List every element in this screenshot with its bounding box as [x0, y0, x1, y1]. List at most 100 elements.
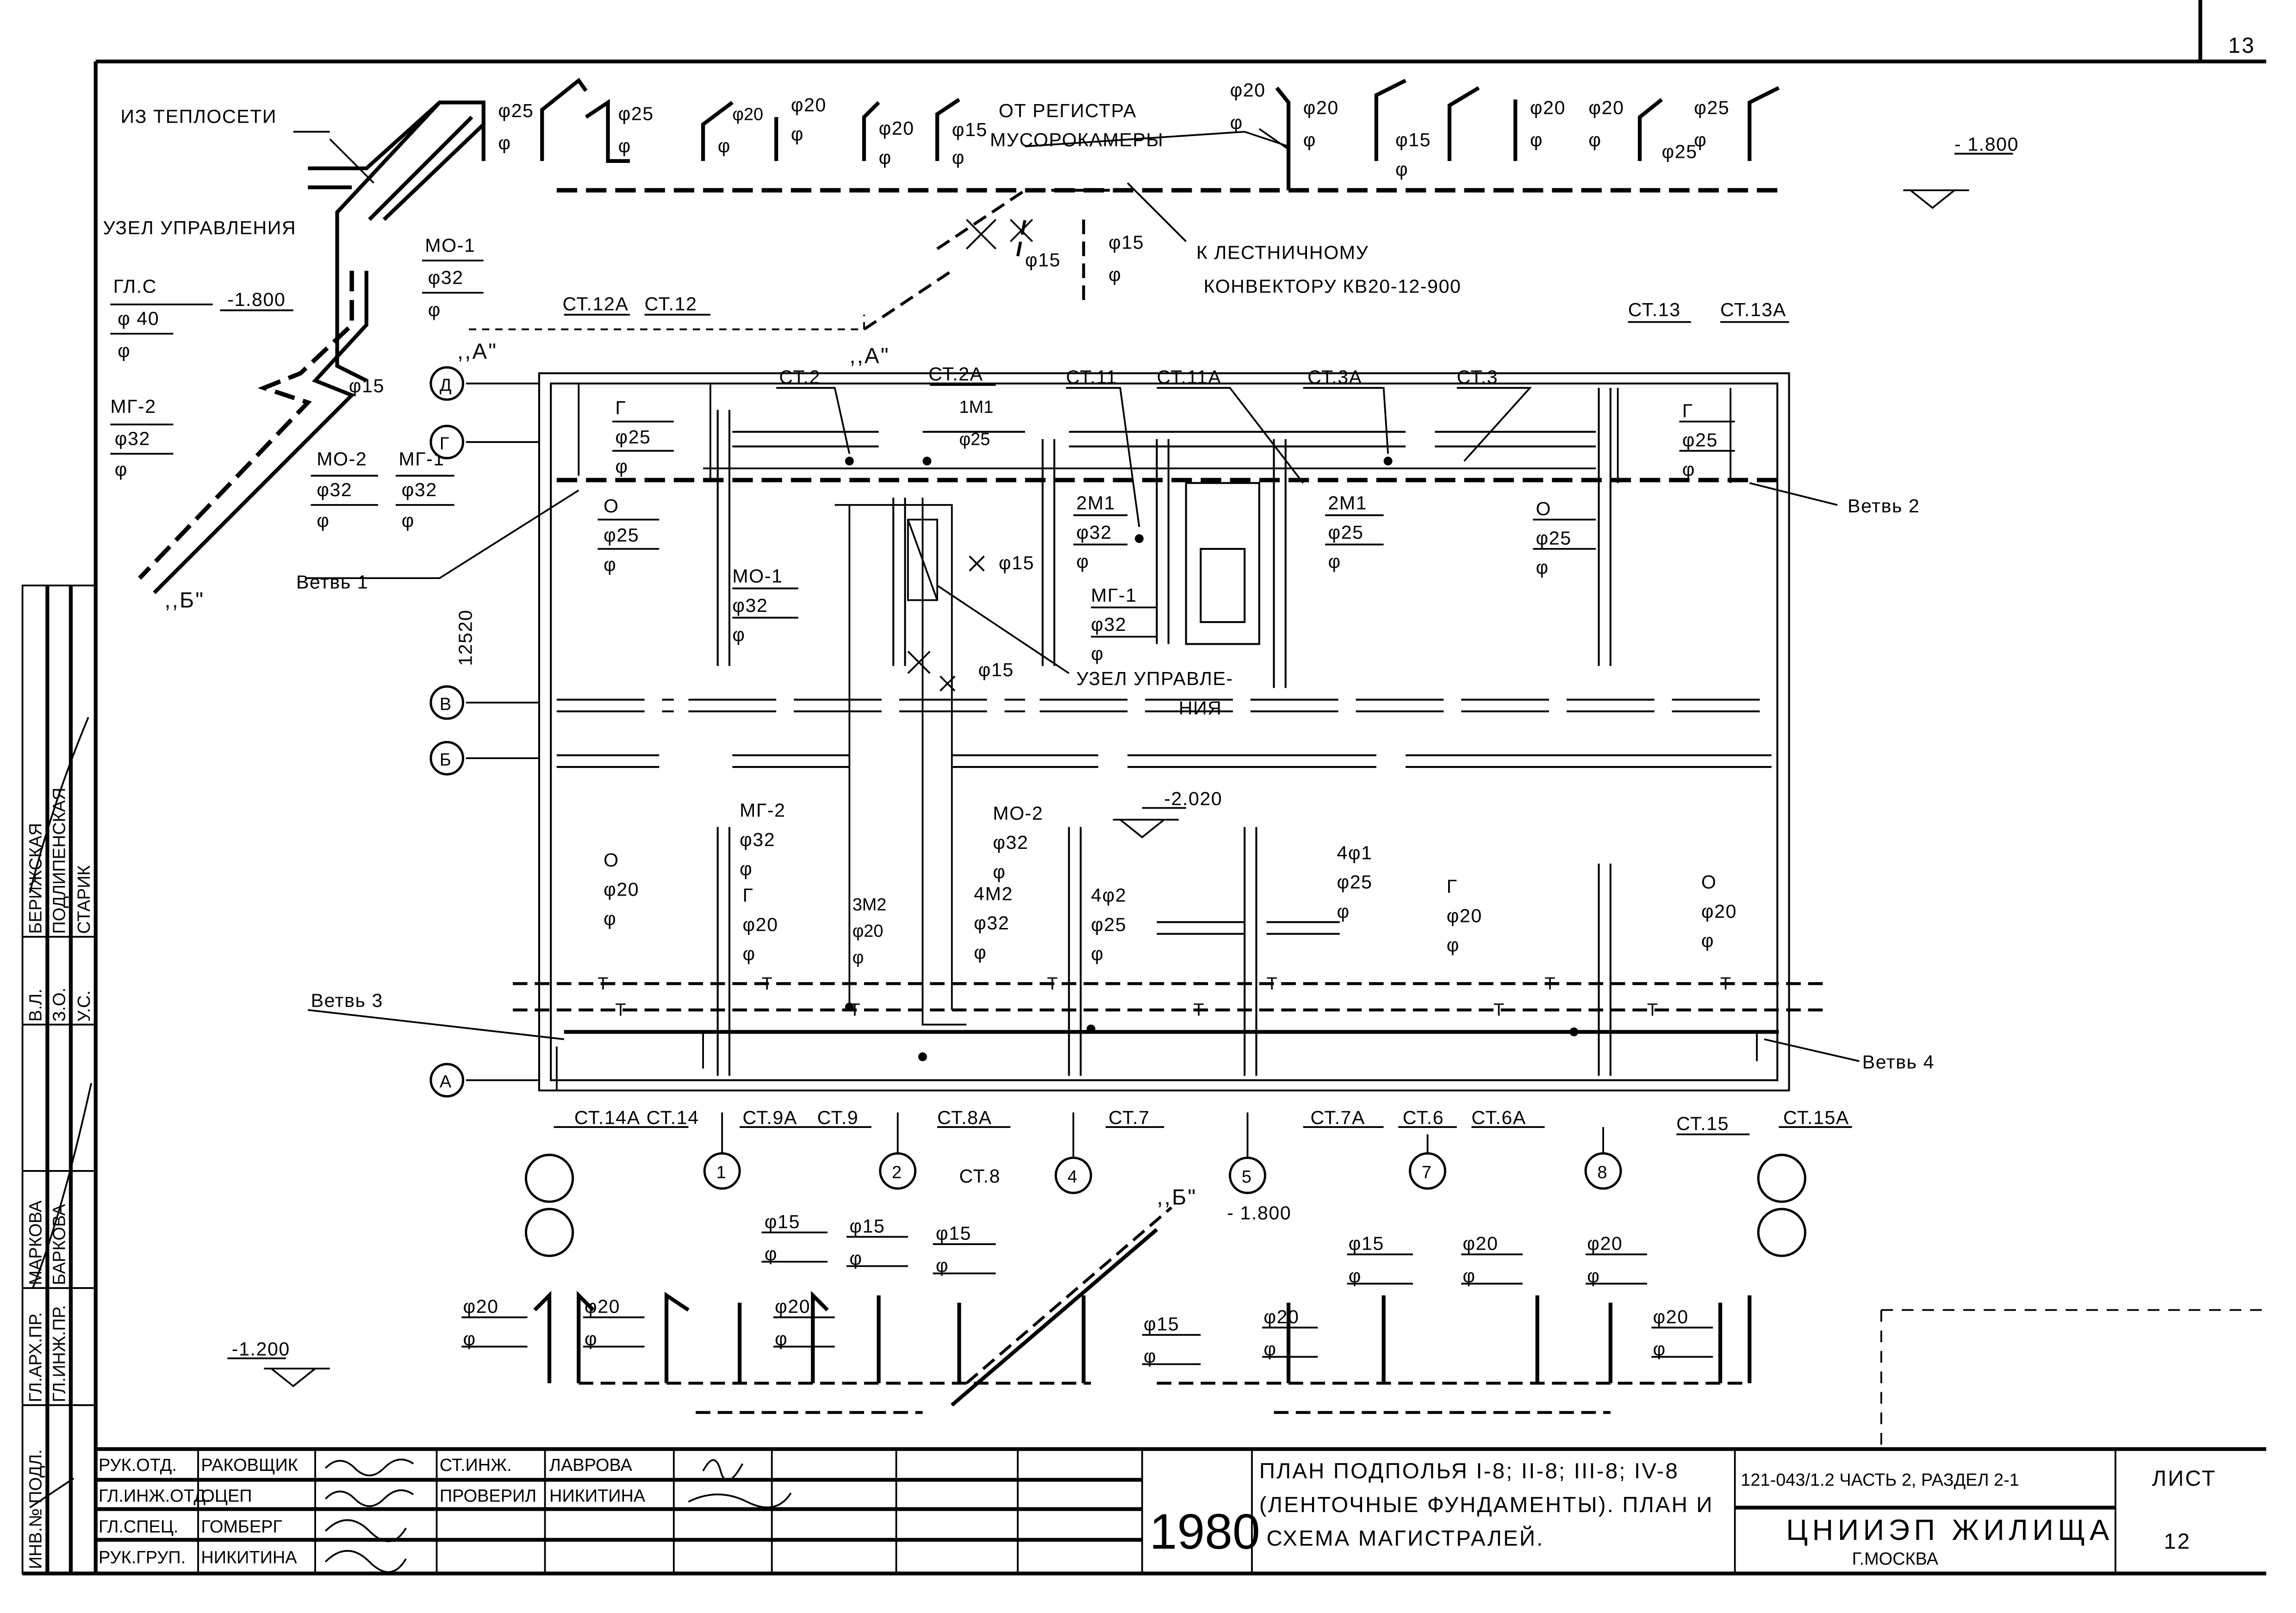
- stamp-text: ПОДЛИПЕНСКАЯ: [50, 788, 69, 934]
- stamp-text: СТАРИК: [75, 866, 94, 934]
- branch-labels: Ветвь 1 Ветвь 2 Ветвь 3 Ветвь 4 УЗЕЛ УПР…: [296, 430, 1935, 1073]
- riser-label: СТ.12А: [563, 293, 629, 314]
- pipe-tag: φ32: [402, 479, 437, 500]
- level-mark: - 1.800: [1954, 134, 2019, 155]
- tag: МО-2: [993, 803, 1043, 824]
- control-unit-label: УЗЕЛ УПРАВЛЕНИЯ: [103, 217, 297, 238]
- pipe-tag: φ20: [879, 118, 915, 139]
- tag: φ: [1328, 551, 1341, 572]
- axis-label: В: [440, 695, 451, 714]
- trap-mark: Т: [762, 974, 772, 994]
- tag: МО-1: [732, 566, 783, 587]
- riser-label: СТ.7А: [1311, 1107, 1366, 1128]
- label: МО-1: [425, 235, 475, 256]
- sheet-number-top: 13: [2228, 33, 2255, 58]
- riser-label: СТ.13: [1628, 299, 1681, 320]
- riser-label: СТ.6А: [1471, 1107, 1526, 1128]
- tag: φ: [1447, 934, 1460, 956]
- pipe-tag: φ15: [349, 375, 385, 397]
- trap-mark: Т: [1194, 1001, 1204, 1020]
- riser-label: СТ.14А СТ.14: [574, 1107, 699, 1128]
- level-mark: -1.200: [232, 1338, 290, 1359]
- pipe-tag: φ20: [1587, 1233, 1623, 1254]
- axis-label: Г: [440, 434, 449, 454]
- left-pipe-scheme: ГЛ.С φ 40 φ -1.800 МО-1 φ32 φ МГ-2 φ32 φ…: [110, 235, 890, 612]
- pipe-tag: φ20: [1230, 80, 1266, 101]
- pipe-tag: φ: [1263, 1338, 1276, 1359]
- tag: φ32: [974, 912, 1009, 934]
- axis-label: 2: [892, 1163, 902, 1183]
- tag: φ20: [852, 922, 884, 941]
- from-register-label: ОТ РЕГИСТРА: [999, 100, 1137, 121]
- convector-label: КОНВЕКТОРУ КВ20-12-900: [1204, 275, 1462, 297]
- tag: φ: [740, 858, 753, 879]
- pipe-tag: φ20: [1588, 97, 1624, 118]
- tag: φ20: [743, 914, 778, 935]
- tag: φ32: [1076, 522, 1112, 543]
- organization: ЦНИИЭП ЖИЛИЩА: [1786, 1514, 2113, 1546]
- axis-bubble-v: [429, 685, 465, 720]
- tag: φ: [604, 554, 616, 575]
- riser-label: СТ.2: [779, 367, 821, 388]
- pipe-tag: φ20: [1653, 1306, 1689, 1327]
- riser-label: СТ.11А: [1157, 367, 1221, 388]
- pipe-tag: φ25: [498, 100, 534, 121]
- axis-label: Б: [440, 750, 451, 770]
- stamp-text: У.С.: [75, 990, 94, 1022]
- control-unit-label: УЗЕЛ УПРАВЛЕ-: [1076, 668, 1233, 689]
- axis-bubble-a: [429, 1063, 465, 1098]
- bottom-pipe-scheme: ,,Б" - 1.800 -1.200 φ15 φ φ15 φ φ15 φ φ2…: [227, 1185, 1752, 1414]
- stamp-text: МАРКОВА: [26, 1200, 46, 1285]
- tag: φ32: [740, 829, 775, 850]
- riser-label: СТ.8: [959, 1165, 1001, 1187]
- tag: 2М1: [1328, 492, 1367, 514]
- tag: 4М2: [974, 883, 1013, 904]
- axis-label: Д: [440, 375, 452, 395]
- tb-role: РУК.ГРУП.: [99, 1548, 186, 1567]
- riser-label: СТ.15: [1676, 1113, 1729, 1134]
- tb-name: ОЦЕП: [201, 1487, 252, 1506]
- pipe-tag: φ: [402, 510, 415, 531]
- stamp-text: ГЛ.ИНЖ.ПР.: [50, 1305, 69, 1402]
- trap-mark: Т: [1647, 1001, 1658, 1020]
- tag: φ25: [1337, 872, 1372, 893]
- tag: φ: [1091, 643, 1104, 664]
- point-label: ,,А": [849, 343, 890, 368]
- pipe-tag: φ: [718, 135, 731, 156]
- tag: 4φ1: [1337, 842, 1372, 863]
- tag: φ: [1701, 930, 1714, 951]
- riser-label: СТ.12: [645, 293, 697, 314]
- pipe-tag: φ: [618, 135, 631, 156]
- tag: О: [1536, 498, 1552, 519]
- axis-label: 8: [1597, 1163, 1607, 1183]
- pipe-tag: φ: [1395, 158, 1408, 180]
- tb-role: ГЛ.СПЕЦ.: [99, 1517, 178, 1537]
- side-stamp: ИНВ.№ ПОДЛ. ГЛ.АРХ.ПР. МАРКОВА В.Л. БЕРИ…: [21, 585, 97, 1575]
- branch-label: Ветвь 1: [296, 571, 368, 592]
- pipe-tag: φ15: [978, 659, 1014, 680]
- pipe-tag: φ: [849, 1247, 862, 1269]
- pipe-tag: φ 40: [118, 308, 159, 329]
- trap-mark: Т: [1047, 974, 1058, 994]
- tag: О: [1701, 872, 1717, 893]
- axis-label: 1: [716, 1163, 726, 1183]
- tb-role: ПРОВЕРИЛ: [440, 1487, 536, 1506]
- riser-label: СТ.8А: [937, 1107, 992, 1128]
- tag: φ25: [604, 524, 639, 546]
- axis-label: 5: [1242, 1167, 1251, 1187]
- pipe-tag: φ25: [1662, 141, 1698, 162]
- branch-label: Ветвь 4: [1862, 1052, 1935, 1073]
- tb-role: РУК.ОТД.: [99, 1456, 177, 1475]
- pipe-tag: φ20: [775, 1296, 810, 1317]
- stamp-inv: ИНВ.№ ПОДЛ.: [26, 1449, 46, 1569]
- tag: φ32: [1091, 614, 1126, 635]
- trap-mark: Т: [1720, 974, 1731, 994]
- pipe-tag: φ: [1694, 129, 1707, 150]
- signatures: [324, 1458, 792, 1573]
- pipe-tag: φ20: [1263, 1306, 1299, 1327]
- trap-mark: Т: [1267, 974, 1277, 994]
- garbage-chamber-label: МУСОРОКАМЕРЫ: [990, 129, 1164, 150]
- pipe-tag: φ: [498, 132, 511, 154]
